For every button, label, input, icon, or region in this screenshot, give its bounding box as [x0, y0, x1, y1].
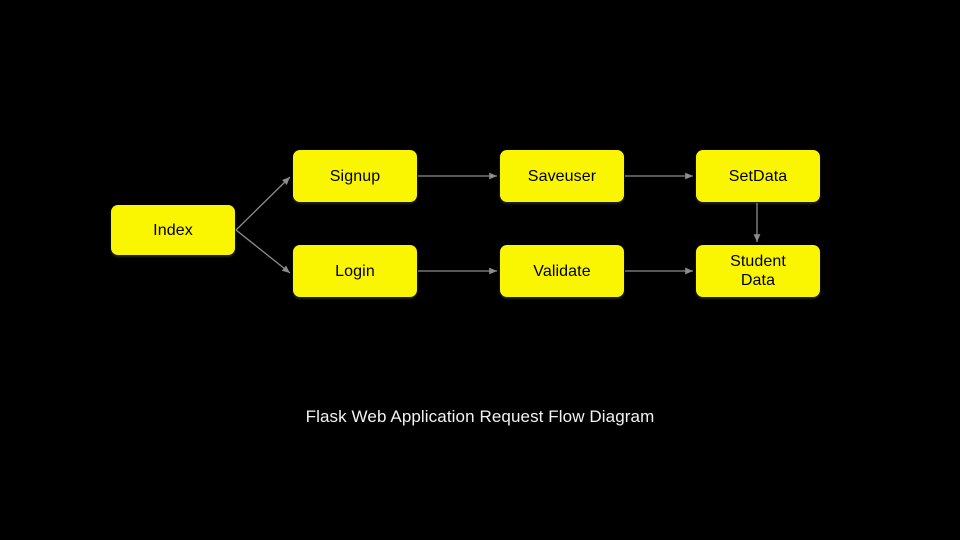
edge-index-signup: [235, 176, 291, 231]
node-setdata-label: SetData: [728, 167, 788, 185]
node-login-label: Login: [335, 262, 375, 280]
diagram-caption: Flask Web Application Request Flow Diagr…: [305, 407, 655, 426]
node-studentdata-label: Student Data: [730, 253, 786, 289]
node-index[interactable]: Index: [111, 205, 235, 255]
node-validate-label: Validate: [533, 262, 591, 280]
node-index-label: Index: [153, 221, 193, 239]
node-login[interactable]: Login: [293, 245, 417, 297]
edge-index-login: [235, 229, 291, 274]
node-saveuser[interactable]: Saveuser: [500, 150, 624, 202]
node-saveuser-label: Saveuser: [527, 167, 597, 185]
node-studentdata[interactable]: Student Data: [696, 245, 820, 297]
node-setdata[interactable]: SetData: [696, 150, 820, 202]
node-signup[interactable]: Signup: [293, 150, 417, 202]
node-signup-label: Signup: [329, 167, 381, 185]
node-validate[interactable]: Validate: [500, 245, 624, 297]
